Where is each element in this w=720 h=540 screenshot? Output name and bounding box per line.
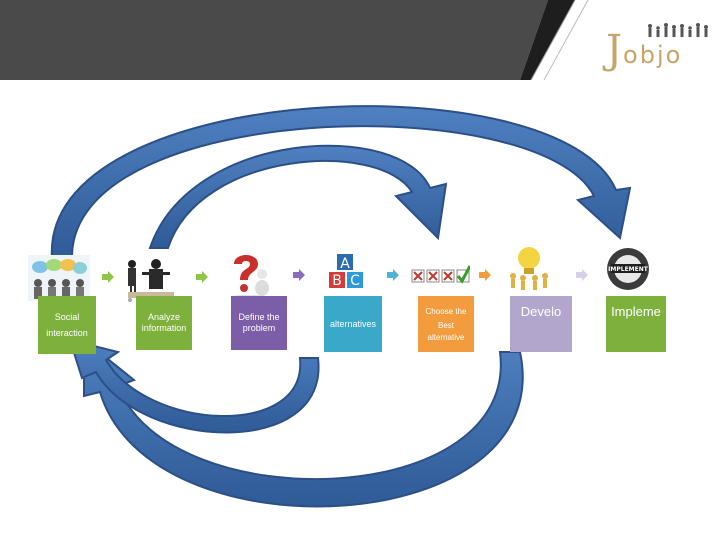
lightbulb-people-icon <box>510 247 548 290</box>
step-develop[interactable]: Develo <box>510 296 572 352</box>
step-social-interaction[interactable]: Social interaction <box>38 296 96 354</box>
step-choose-best-alternative[interactable]: Choose the Best alternative <box>418 296 474 352</box>
step-label-line: Analyze <box>147 312 181 322</box>
top-outer-arrow <box>50 105 632 259</box>
next-arrow-icon <box>576 269 588 281</box>
step-alternatives[interactable]: alternatives <box>324 296 382 352</box>
step-label-line: Impleme <box>611 304 661 319</box>
svg-text:A: A <box>340 256 350 272</box>
step-label-line: Develo <box>520 304 562 319</box>
step-label-line: Define the <box>238 312 280 322</box>
step-label-line: alternative <box>427 333 465 342</box>
bottom-inner-arrow <box>68 338 320 434</box>
step-label-line: Social <box>54 312 80 322</box>
step-analyze-information[interactable]: Analyze information <box>136 296 192 350</box>
jobjo-logo[interactable]: Jobjo <box>606 20 716 82</box>
step-label-line: Choose the <box>425 307 467 316</box>
implement-gear-icon: IMPLEMENT <box>607 248 649 290</box>
abc-blocks-icon: A B C <box>329 254 363 289</box>
question-mark-person-icon <box>230 255 269 299</box>
step-label-line: information <box>141 323 187 333</box>
meeting-people-icon <box>28 255 90 301</box>
step-label-line: alternatives <box>329 319 377 329</box>
next-arrow-icon <box>102 271 114 283</box>
people-silhouette-icon <box>648 23 708 37</box>
next-arrow-icon <box>293 269 305 281</box>
checkbox-list-icon <box>411 265 470 284</box>
top-inner-arrow <box>148 144 448 249</box>
svg-text:B: B <box>332 273 342 289</box>
step-implement[interactable]: Impleme <box>606 296 666 352</box>
next-arrow-icon <box>479 269 491 281</box>
next-arrow-icon <box>387 269 399 281</box>
step-label-line: problem <box>242 323 276 333</box>
header-banner <box>0 0 720 81</box>
step-label-line: interaction <box>46 328 88 338</box>
step-label-line: Best <box>437 321 454 330</box>
next-arrow-icon <box>196 271 208 283</box>
step-define-problem[interactable]: Define the problem <box>231 296 287 350</box>
svg-text:C: C <box>350 273 360 289</box>
svg-text:IMPLEMENT: IMPLEMENT <box>608 266 649 273</box>
logo-wordmark: Jobjo <box>606 27 683 73</box>
